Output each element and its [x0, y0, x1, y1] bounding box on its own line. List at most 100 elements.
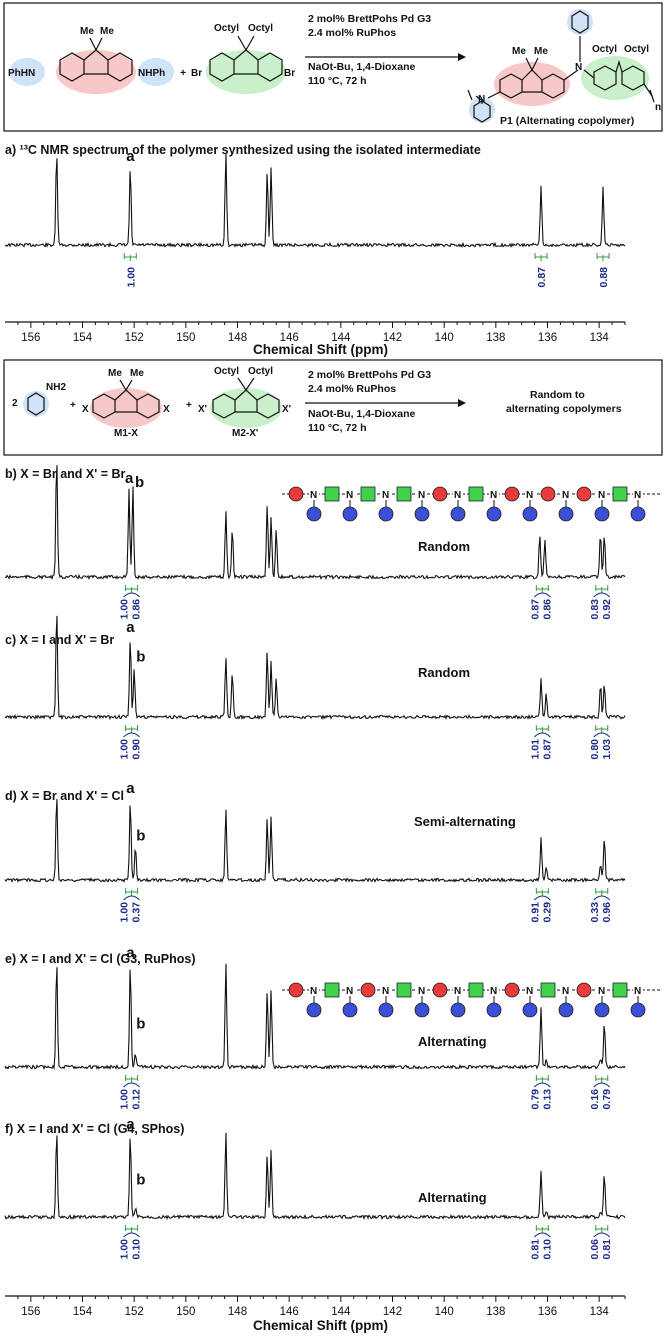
linker-n: N — [454, 490, 461, 501]
unit-blue — [630, 506, 646, 522]
x-tick-label: 138 — [486, 332, 505, 344]
integral-value: 0.10 — [541, 1239, 553, 1260]
linker-bg — [345, 487, 355, 500]
integral-bracket — [533, 1082, 551, 1088]
integral-mark — [125, 1225, 139, 1233]
linker-bg — [489, 487, 499, 500]
highlight-green — [206, 50, 286, 94]
integral-mark — [125, 725, 139, 733]
unit-red — [504, 486, 520, 502]
integral-bracket — [593, 1082, 611, 1088]
unit-red — [288, 486, 304, 502]
linker-bg — [453, 983, 463, 996]
sequence-label-b: Random — [418, 539, 470, 554]
linker-bg — [453, 487, 463, 500]
integral-mark — [535, 1075, 549, 1083]
integral-value: 0.90 — [131, 739, 143, 760]
highlight-blue — [138, 58, 174, 86]
nmr-trace-b — [4, 465, 626, 581]
linker-bg — [597, 983, 607, 996]
reaction-arrowhead — [458, 399, 466, 407]
linker-bg — [561, 487, 571, 500]
integral-value: 0.06 — [589, 1239, 601, 1260]
linker-bg — [309, 983, 319, 996]
integral-mark — [535, 585, 549, 593]
linker-n: N — [346, 986, 353, 997]
condition-1: 2 mol% BrettPohs Pd G3 — [308, 13, 431, 25]
condition-3: NaOt-Bu, 1,4-Dioxane — [308, 408, 416, 420]
me-label: Me — [512, 46, 526, 57]
peak-label-a: a — [126, 780, 135, 797]
x-tick-label: 152 — [125, 332, 144, 344]
product-label: P1 (Alternating copolymer) — [500, 115, 634, 127]
linker-bg — [633, 983, 643, 996]
linker-n: N — [598, 986, 605, 997]
integral-value: 0.79 — [529, 1089, 541, 1110]
nitrogen-label: N — [478, 94, 485, 105]
integral-value: 1.03 — [601, 739, 613, 760]
panel-title-e: e) X = I and X' = Cl (G3, RuPhos) — [5, 952, 196, 966]
unit-blue — [522, 1002, 538, 1018]
x-tick-label: 136 — [538, 1306, 557, 1318]
nmr-trace-a — [4, 153, 626, 249]
unit-red — [540, 486, 556, 502]
x-tick-label: 154 — [73, 332, 93, 344]
me-label: Me — [100, 26, 114, 37]
xp-label: X' — [282, 404, 291, 415]
linker-n: N — [382, 986, 389, 997]
unit-red — [288, 982, 304, 998]
integral-value: 0.87 — [541, 739, 553, 760]
unit-blue — [342, 506, 358, 522]
fluorene-structure — [212, 377, 280, 419]
linker-n: N — [562, 490, 569, 501]
linker-n: N — [598, 490, 605, 501]
m1-label: M1-X — [114, 428, 138, 439]
integral-value: 0.12 — [131, 1089, 143, 1110]
unit-red — [360, 982, 376, 998]
integral-bracket — [123, 1082, 140, 1088]
panel-title-c: c) X = I and X' = Br — [5, 633, 114, 647]
x-tick-label: 144 — [331, 1306, 351, 1318]
integral-value: 0.81 — [601, 1239, 613, 1260]
integral-value: 0.80 — [589, 739, 601, 760]
linker-bg — [381, 983, 391, 996]
unit-blue — [558, 506, 574, 522]
linker-bg — [417, 487, 427, 500]
linker-n: N — [490, 986, 497, 997]
integral-mark — [123, 253, 137, 261]
unit-green — [468, 982, 484, 998]
x-tick-label: 152 — [125, 1306, 144, 1318]
linker-n: N — [562, 986, 569, 997]
nitrogen-label: N — [575, 62, 582, 73]
linker-n: N — [310, 986, 317, 997]
reactant1-label: PhHN — [8, 68, 35, 79]
condition-4: 110 °C, 72 h — [308, 422, 366, 434]
x-tick-label: 136 — [538, 332, 557, 344]
repeat-n-label: n — [655, 102, 661, 113]
peak-label-b: b — [136, 828, 145, 845]
unit-red — [504, 982, 520, 998]
integral-value: 0.37 — [131, 902, 143, 923]
plus-sign: + — [180, 67, 186, 79]
integral-value: 0.83 — [589, 599, 601, 620]
integral-bracket — [123, 1232, 140, 1238]
plus-sign: + — [70, 400, 76, 411]
integral-value: 0.33 — [589, 902, 601, 923]
integral-mark — [596, 253, 610, 261]
octyl-label: Octyl — [248, 366, 273, 377]
me-label: Me — [80, 26, 94, 37]
integral-mark — [125, 585, 139, 593]
x-tick-label: 142 — [383, 1306, 402, 1318]
integral-value: 0.86 — [131, 599, 143, 620]
nmr-trace-c — [4, 615, 626, 721]
integral-bracket — [533, 732, 551, 738]
integral-mark — [125, 1075, 139, 1083]
x-tick-label: 150 — [176, 332, 195, 344]
x-tick-label: 148 — [228, 332, 247, 344]
linker-bg — [381, 487, 391, 500]
peak-label-b: b — [136, 649, 145, 666]
sequence-label-d: Semi-alternating — [414, 814, 516, 829]
unit-blue — [522, 506, 538, 522]
